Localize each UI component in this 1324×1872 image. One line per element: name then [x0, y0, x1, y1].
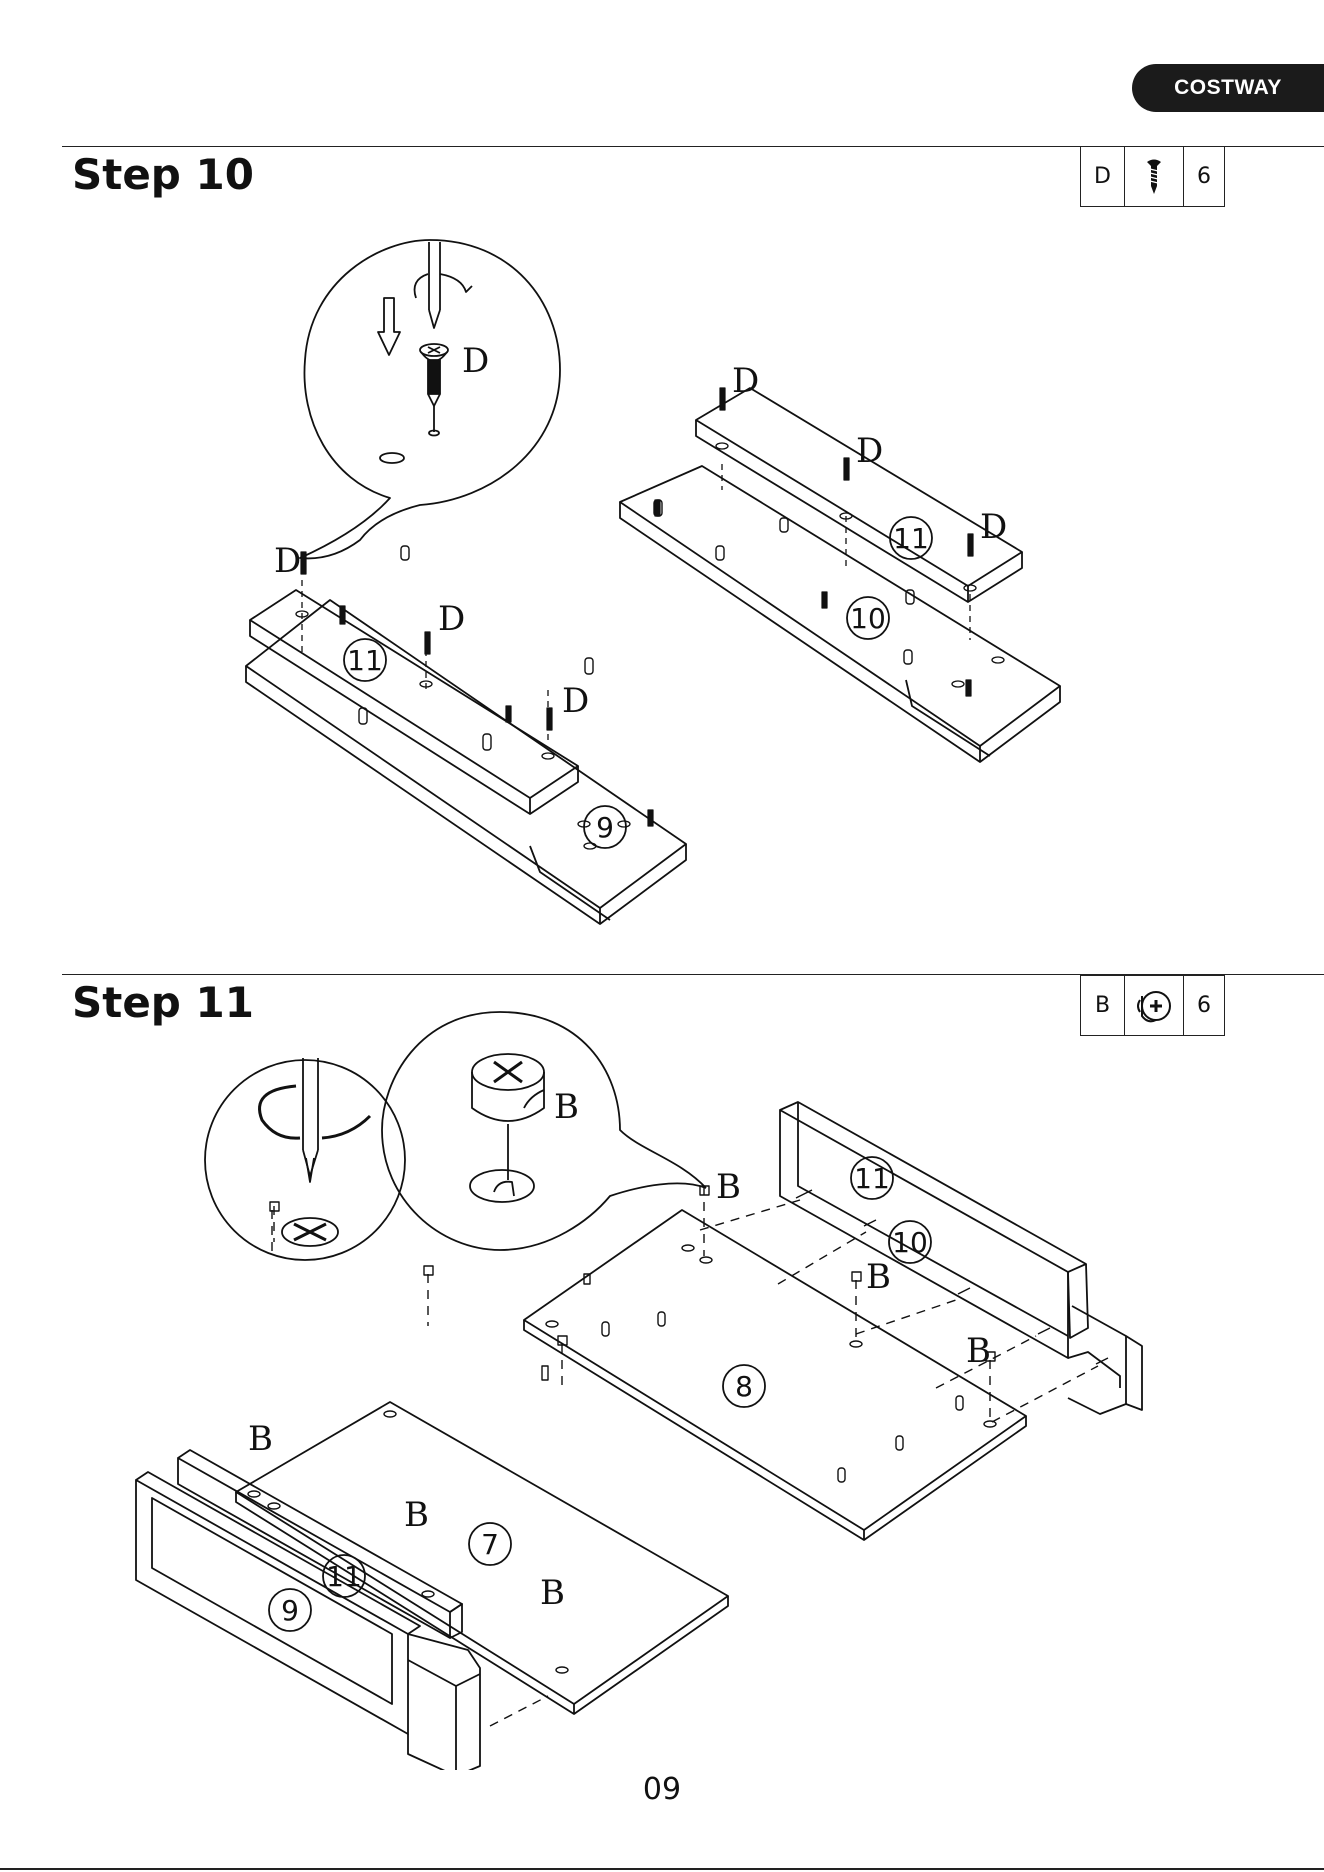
- screw-label-d: D: [562, 681, 589, 721]
- step-10-title: Step 10: [72, 154, 254, 196]
- step-10-illustration: D D D D D D D 11 9 11 10: [0, 220, 1324, 940]
- panel-number: 9: [281, 1594, 299, 1627]
- screw-label-d: D: [980, 507, 1007, 547]
- bottom-divider: [0, 1868, 1324, 1870]
- page-number: 09: [0, 1772, 1324, 1807]
- panel-number: 11: [854, 1162, 890, 1195]
- panel-number: 10: [892, 1226, 928, 1259]
- step-10-parts-box: D 6: [1080, 146, 1225, 207]
- panel-number: 9: [596, 811, 614, 844]
- cam-lock-label-b: B: [716, 1167, 741, 1207]
- screw-label-d: D: [438, 599, 465, 639]
- panel-number: 11: [893, 522, 929, 555]
- brand-name: COSTWAY: [1174, 76, 1282, 100]
- screw-label-d: D: [732, 361, 759, 401]
- cam-lock-label-b: B: [866, 1257, 891, 1297]
- panel-number: 11: [347, 644, 383, 677]
- panel-number: 7: [481, 1528, 499, 1561]
- cam-lock-label-b: B: [540, 1573, 565, 1613]
- screw-icon: [1125, 147, 1184, 206]
- cam-lock-label-b: B: [248, 1419, 273, 1459]
- cam-lock-label-b: B: [554, 1087, 579, 1127]
- cam-lock-label-b: B: [966, 1331, 991, 1371]
- step-10-part-letter: D: [1081, 147, 1125, 206]
- screw-label-d: D: [274, 541, 301, 581]
- screw-label-d: D: [856, 431, 883, 471]
- screw-label-d: D: [462, 341, 489, 381]
- brand-logo: COSTWAY: [1132, 64, 1324, 112]
- step-11-illustration: B B B B B B B 11 10 8 7 11 9: [0, 1010, 1324, 1770]
- cam-lock-label-b: B: [404, 1495, 429, 1535]
- step-10-part-qty: 6: [1184, 147, 1224, 206]
- panel-number: 8: [735, 1370, 753, 1403]
- panel-number: 11: [326, 1560, 362, 1593]
- panel-number: 10: [850, 602, 886, 635]
